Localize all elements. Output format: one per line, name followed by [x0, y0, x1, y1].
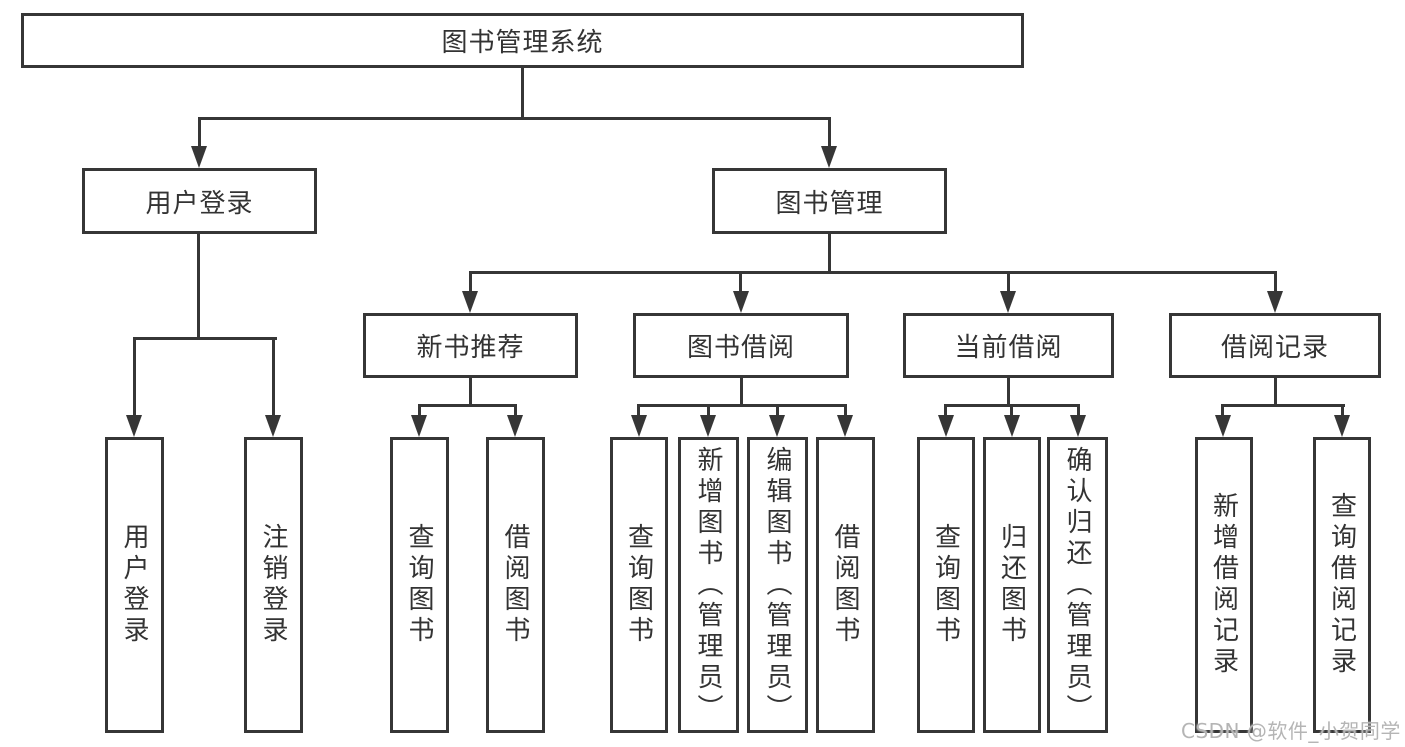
connector-line — [1274, 378, 1277, 404]
connector-line — [1221, 404, 1224, 415]
connector-line — [707, 404, 710, 415]
node-cb-query-books: 查询图书 — [917, 437, 975, 733]
connector-line — [828, 117, 831, 146]
arrowhead — [411, 415, 427, 437]
arrowhead — [821, 146, 837, 168]
connector-line — [1077, 404, 1080, 415]
connector-line — [1007, 378, 1010, 404]
node-br-add-record: 新增借阅记录 — [1195, 437, 1253, 733]
connector-line — [776, 404, 779, 415]
arrowhead — [1215, 415, 1231, 437]
connector-line — [418, 404, 517, 407]
arrowhead — [126, 415, 142, 437]
arrowhead — [191, 146, 207, 168]
connector-line — [944, 404, 947, 415]
node-bb-edit-books-admin: 编辑图书（管理员） — [747, 437, 808, 733]
connector-line — [739, 271, 742, 291]
connector-line — [740, 378, 743, 404]
arrowhead — [700, 415, 716, 437]
node-user-login-leaf: 用户登录 — [105, 437, 164, 733]
arrowhead — [1070, 415, 1086, 437]
connector-line — [418, 404, 421, 415]
node-br-query-record: 查询借阅记录 — [1313, 437, 1371, 733]
node-bb-borrow-books: 借阅图书 — [816, 437, 875, 733]
node-borrowing-records: 借阅记录 — [1169, 313, 1381, 378]
arrowhead — [265, 415, 281, 437]
connector-line — [197, 234, 200, 337]
node-cb-confirm-return-admin: 确认归还（管理员） — [1047, 437, 1108, 733]
node-book-borrowing: 图书借阅 — [633, 313, 849, 378]
connector-line — [637, 404, 847, 407]
connector-line — [1274, 271, 1277, 291]
connector-line — [844, 404, 847, 415]
connector-line — [198, 117, 201, 146]
watermark: CSDN @软件_小贺同学 — [1181, 719, 1401, 743]
connector-line — [272, 337, 275, 415]
connector-line — [1007, 271, 1010, 291]
connector-line — [469, 378, 472, 404]
arrowhead — [1000, 291, 1016, 313]
node-library-system: 图书管理系统 — [21, 13, 1024, 68]
connector-line — [1341, 404, 1344, 415]
connector-line — [133, 337, 136, 415]
arrowhead — [507, 415, 523, 437]
connector-line — [133, 337, 277, 340]
node-book-management: 图书管理 — [712, 168, 947, 234]
arrowhead — [1004, 415, 1020, 437]
connector-line — [828, 234, 831, 271]
connector-line — [469, 271, 1277, 274]
arrowhead — [769, 415, 785, 437]
node-bb-query-books: 查询图书 — [610, 437, 668, 733]
node-cb-return-books: 归还图书 — [983, 437, 1041, 733]
arrowhead — [1334, 415, 1350, 437]
connector-line — [514, 404, 517, 415]
node-bb-add-books-admin: 新增图书（管理员） — [678, 437, 739, 733]
connector-line — [1221, 404, 1345, 407]
connector-line — [1010, 404, 1013, 415]
connector-line — [521, 68, 524, 117]
node-new-book-recommend: 新书推荐 — [363, 313, 578, 378]
arrowhead — [631, 415, 647, 437]
arrowhead — [462, 291, 478, 313]
connector-line — [469, 271, 472, 291]
arrowhead — [1267, 291, 1283, 313]
node-nbr-borrow-books: 借阅图书 — [486, 437, 545, 733]
node-logout: 注销登录 — [244, 437, 303, 733]
connector-line — [637, 404, 640, 415]
node-nbr-query-books: 查询图书 — [390, 437, 449, 733]
arrowhead — [938, 415, 954, 437]
node-user-login: 用户登录 — [82, 168, 317, 234]
node-current-borrowing: 当前借阅 — [903, 313, 1114, 378]
arrowhead — [837, 415, 853, 437]
connector-line — [198, 117, 831, 120]
arrowhead — [733, 291, 749, 313]
